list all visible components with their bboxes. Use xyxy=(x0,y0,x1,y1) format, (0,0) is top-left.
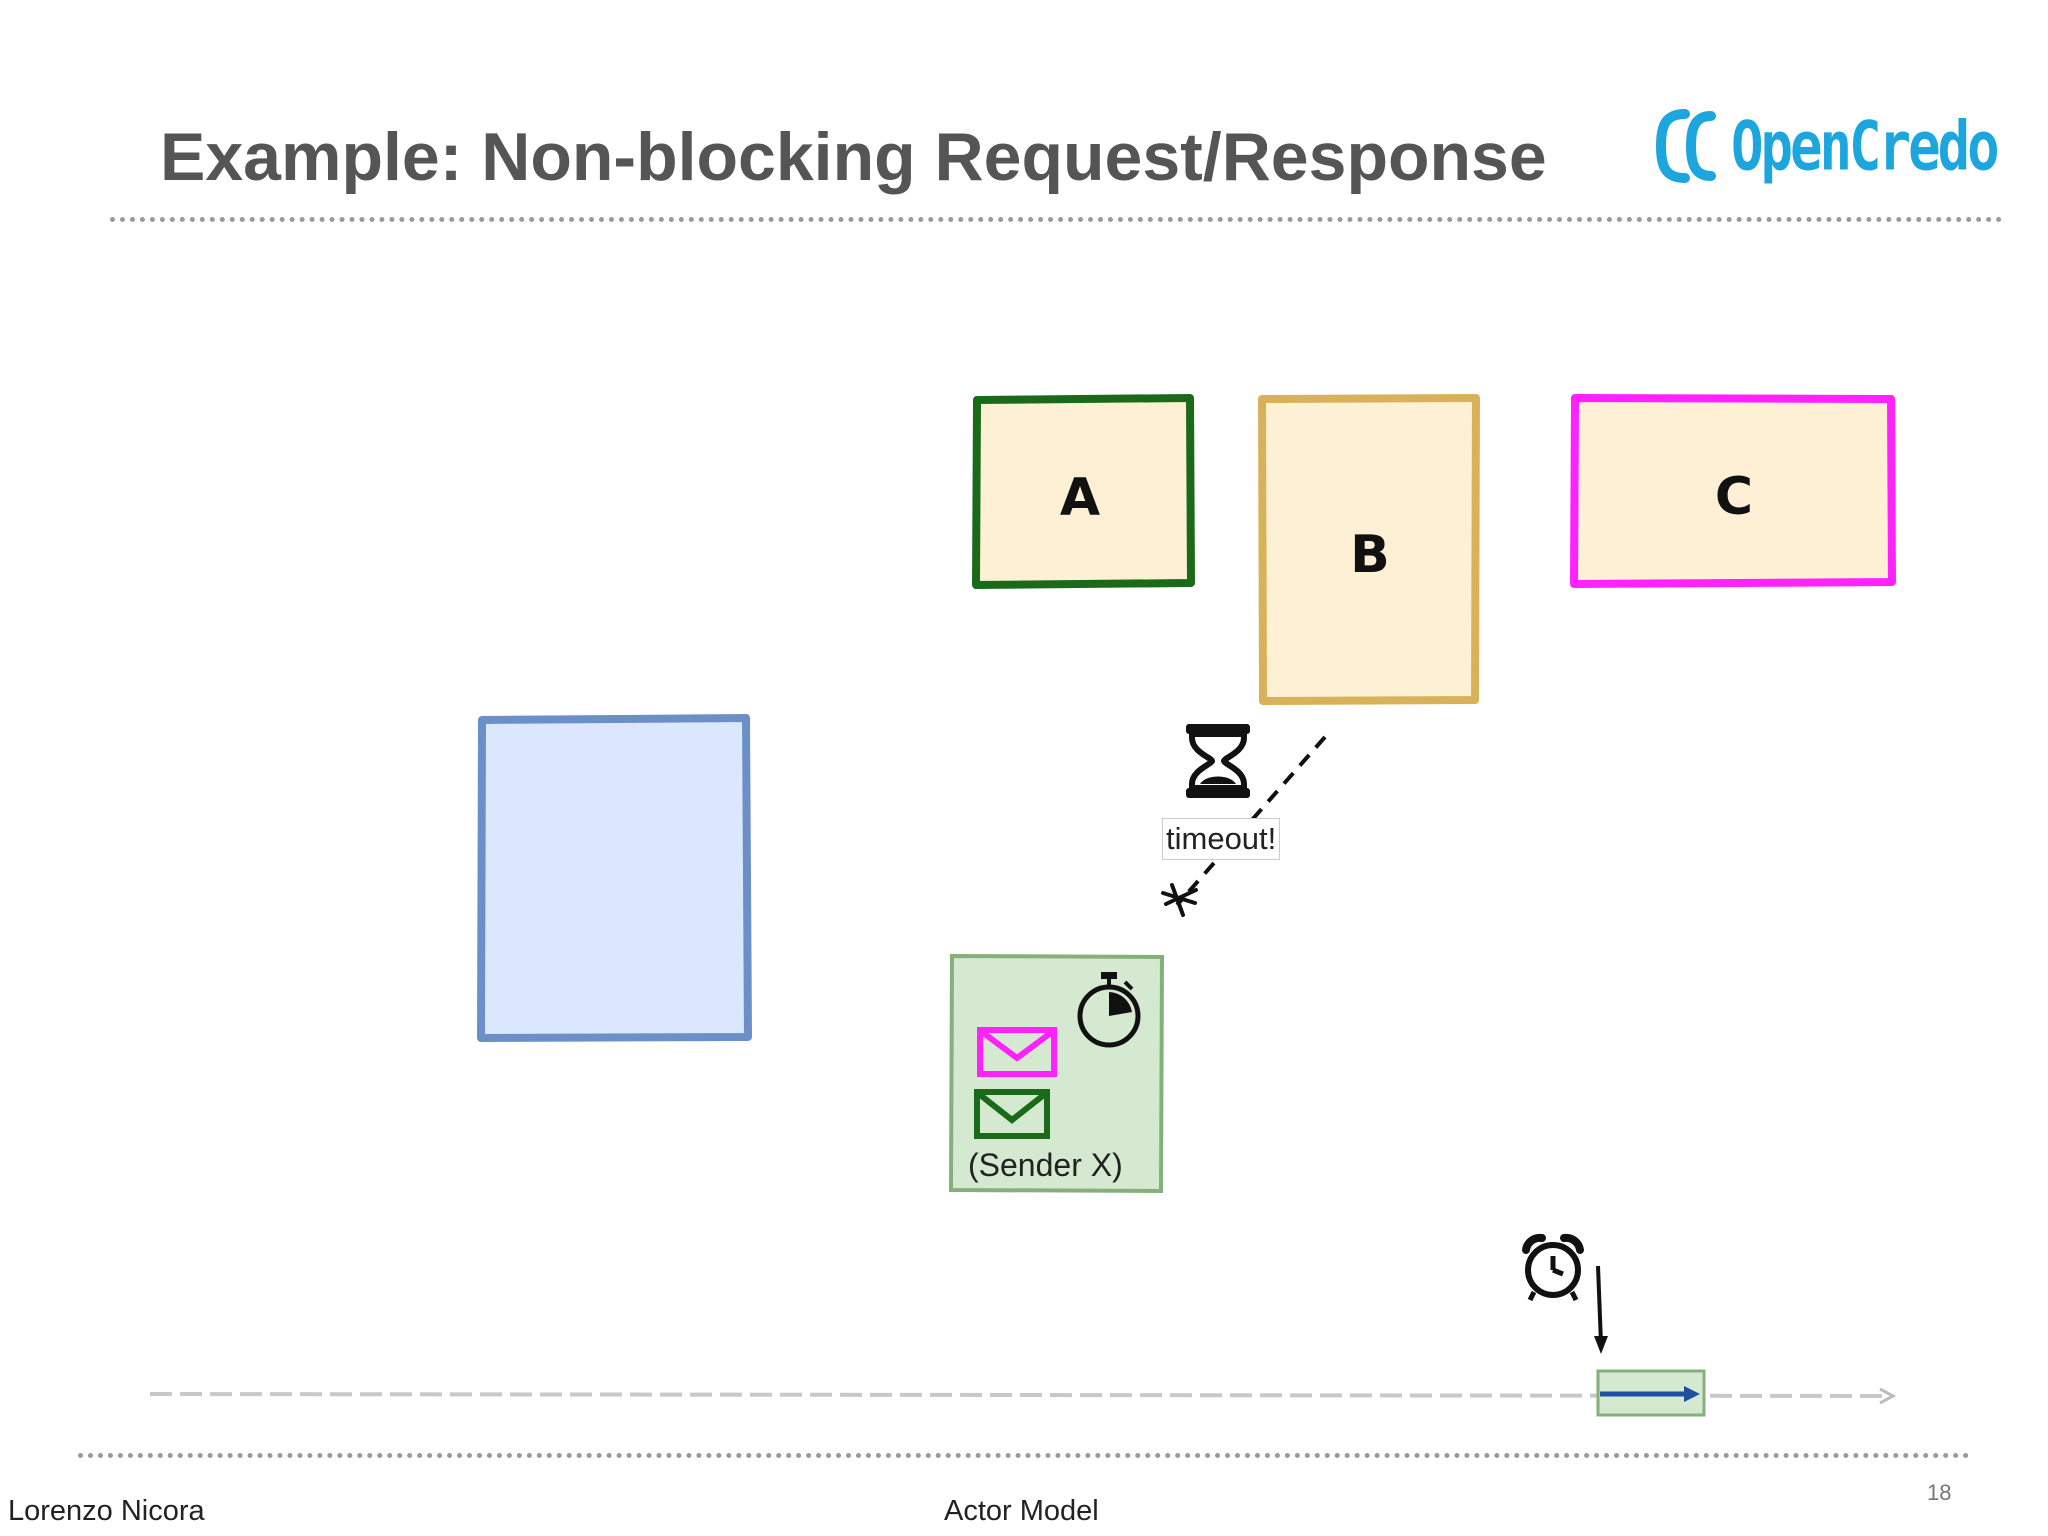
opencredo-logo: OpenCredo xyxy=(1655,106,2000,186)
footer-topic: Actor Model xyxy=(944,1495,1099,1527)
timeline-message xyxy=(1596,1369,1706,1417)
alarm-arrow xyxy=(1594,1265,1608,1354)
actor-c-label: C xyxy=(1715,467,1753,527)
page-number: 18 xyxy=(1927,1480,1952,1505)
timeout-label: timeout! xyxy=(1162,818,1281,860)
actor-b-label: B xyxy=(1350,525,1390,585)
hourglass-icon xyxy=(1186,724,1250,798)
dashed-request-line xyxy=(1175,735,1327,907)
actor-blue xyxy=(477,714,752,1042)
envelope-icon xyxy=(974,1089,1050,1139)
footer-divider xyxy=(78,1453,1970,1458)
header-divider xyxy=(110,217,2003,222)
footer-author: Lorenzo Nicora xyxy=(8,1495,205,1527)
opencredo-logo-text: OpenCredo xyxy=(1731,106,2000,186)
actor-c: C xyxy=(1570,394,1896,588)
timeline-arrowhead xyxy=(1879,1387,1897,1405)
slide-title: Example: Non-blocking Request/Response xyxy=(160,119,1547,195)
timeline-line xyxy=(149,1392,1886,1398)
sender-label: (Sender X) xyxy=(968,1147,1123,1183)
cancel-mark-icon xyxy=(1161,883,1198,917)
actor-b: B xyxy=(1258,394,1480,705)
actor-a: A xyxy=(972,394,1195,589)
opencredo-logo-mark xyxy=(1655,109,1716,183)
actor-a-label: A xyxy=(1060,468,1100,528)
stopwatch-icon xyxy=(1077,972,1141,1048)
envelope-icon xyxy=(977,1027,1057,1077)
alarm-clock-icon xyxy=(1522,1233,1584,1302)
